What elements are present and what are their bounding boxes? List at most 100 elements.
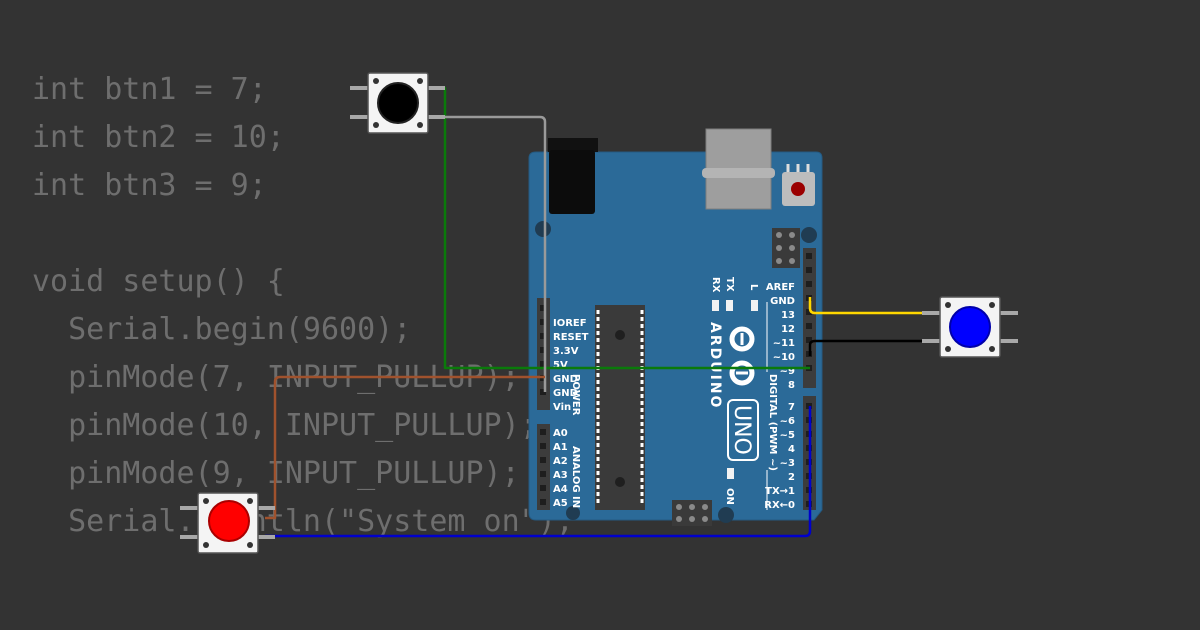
rx-led (712, 300, 719, 311)
wire-black[interactable] (808, 339, 940, 356)
pin-label: A5 (553, 498, 568, 509)
power-header (537, 298, 550, 410)
chip-dot (615, 330, 625, 340)
rx-label: RX (710, 277, 721, 293)
pin-label: ~5 (780, 430, 795, 441)
pin-label: ~6 (780, 416, 795, 427)
code-line: pinMode(9, INPUT_PULLUP); (32, 456, 520, 491)
tx-label: TX (724, 277, 735, 292)
pin-label: 8 (788, 380, 795, 391)
header-pin[interactable] (806, 267, 812, 273)
pin-label: RESET (553, 332, 589, 343)
pin-label: RX←0 (764, 500, 795, 511)
digital-section-title: DIGITAL (PWM ~) (767, 374, 778, 471)
pin-label: 4 (788, 444, 795, 455)
mounting-hole (535, 221, 551, 237)
pushbutton-red[interactable] (180, 492, 275, 554)
power-section-title: POWER (570, 374, 581, 416)
header-pin[interactable] (540, 347, 546, 353)
pin-label: 5V (553, 360, 568, 371)
header-pin[interactable] (806, 253, 812, 259)
wire-gray[interactable] (430, 115, 547, 392)
arduino-brand-text: ARDUINO (707, 322, 723, 409)
header-pin[interactable] (540, 429, 546, 435)
code-line: int btn2 = 10; (32, 120, 285, 155)
pin-label: A3 (553, 470, 568, 481)
header-pin[interactable] (540, 361, 546, 367)
pin-label: IOREF (553, 318, 587, 329)
mounting-hole (801, 227, 817, 243)
button-cap-blue[interactable] (949, 306, 991, 348)
mounting-hole (718, 507, 734, 523)
pin-label: A1 (553, 442, 568, 453)
code-line: int btn3 = 9; (32, 168, 267, 203)
wire-yellow[interactable] (808, 297, 940, 315)
pushbutton-black[interactable] (350, 72, 445, 134)
header-pin[interactable] (540, 485, 546, 491)
arduino-infinity-logo (729, 326, 755, 386)
header-pin[interactable] (540, 389, 546, 395)
pin-label: 12 (781, 324, 795, 335)
button-cap-red[interactable] (208, 500, 250, 542)
power-jack (548, 138, 598, 152)
pin-label: GND (770, 296, 795, 307)
button-cap-black[interactable] (377, 82, 419, 124)
chip-dot (615, 477, 625, 487)
header-pin[interactable] (540, 443, 546, 449)
header-pin[interactable] (806, 309, 812, 315)
header-pin[interactable] (806, 337, 812, 343)
header-pin[interactable] (540, 305, 546, 311)
pin-label: A2 (553, 456, 568, 467)
header-pin[interactable] (540, 471, 546, 477)
header-pin[interactable] (806, 281, 812, 287)
uno-badge (727, 399, 759, 461)
pin-label: TX→1 (765, 486, 795, 497)
analog-header (537, 424, 550, 510)
reset-button[interactable] (791, 182, 805, 196)
pin-label: A0 (553, 428, 568, 439)
digital-bottom-pin-labels: 7 ~6 ~5 4 ~3 2TX→1RX←0 (764, 402, 795, 511)
pin-label: AREF (766, 282, 795, 293)
on-led (727, 468, 734, 479)
pin-label: 7 (788, 402, 795, 413)
pin-label: GND (553, 388, 578, 399)
header-pin[interactable] (806, 323, 812, 329)
on-label: ON (724, 488, 735, 505)
pin-label: ~11 (773, 338, 795, 349)
uno-model-text: UNO (729, 405, 754, 455)
header-pin[interactable] (540, 499, 546, 505)
arduino-uno-board[interactable]: TX RX L ON ARDUINO UNO POWER ANALOG IN D… (528, 128, 823, 526)
pin-label: GND (553, 374, 578, 385)
mounting-hole (566, 506, 580, 520)
usb-port-rim (702, 168, 775, 178)
wire-blue[interactable] (265, 406, 812, 538)
code-editor-text: int btn1 = 7; int btn2 = 10; int btn3 = 9;… (32, 66, 574, 546)
pin-label: 3.3V (553, 346, 579, 357)
icsp-bottom-pins (676, 504, 708, 522)
tx-led (726, 300, 733, 311)
header-pin[interactable] (540, 333, 546, 339)
pushbutton-blue[interactable] (922, 296, 1018, 358)
l-led (751, 300, 758, 311)
power-jack-body (549, 150, 595, 214)
pin-label: 2 (788, 472, 795, 483)
header-pin[interactable] (540, 457, 546, 463)
wire-brown[interactable] (265, 375, 545, 520)
pin-label: ~9 (780, 366, 795, 377)
analog-section-title: ANALOG IN (570, 446, 581, 508)
code-line: Serial.begin(9600); (32, 312, 412, 347)
pin-label: ~3 (780, 458, 795, 469)
code-line: int btn1 = 7; (32, 72, 267, 107)
icsp-pins (776, 232, 795, 264)
pin-label: ~10 (773, 352, 795, 363)
code-line: void setup() { (32, 264, 285, 299)
pin-label: A4 (553, 484, 568, 495)
code-line: pinMode(10, INPUT_PULLUP); (32, 408, 538, 443)
l-label: L (748, 284, 759, 291)
pin-label: Vin (553, 402, 571, 413)
icsp-header-bottom (672, 500, 712, 526)
header-pin[interactable] (540, 319, 546, 325)
